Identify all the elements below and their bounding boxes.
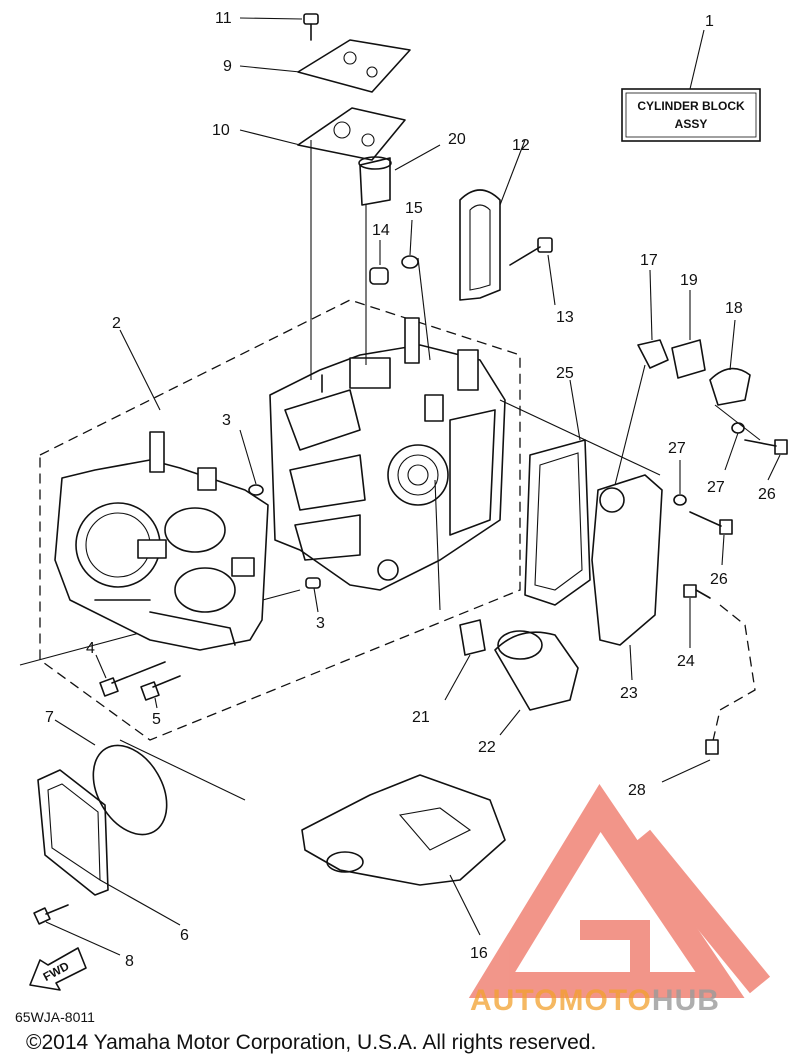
dowel-pin-parts — [239, 429, 321, 613]
base-gasket-part-16 — [301, 774, 506, 936]
cylinder-block-part — [269, 317, 506, 591]
bracket-parts — [459, 139, 556, 306]
callout-17: 17 — [640, 252, 658, 269]
washer-bolt-parts — [673, 422, 788, 648]
callout-7: 7 — [45, 709, 54, 726]
label-line-1: CYLINDER BLOCK — [637, 99, 745, 113]
callout-24: 24 — [677, 653, 695, 670]
cylinder-block-label: CYLINDER BLOCK ASSY — [621, 29, 761, 142]
oil-filter-parts — [434, 479, 579, 736]
callout-3-lower: 3 — [316, 615, 325, 632]
callout-27-left: 27 — [668, 440, 686, 457]
callout-16: 16 — [470, 945, 488, 962]
bolt-parts-4-5 — [95, 654, 181, 709]
callout-5: 5 — [152, 711, 161, 728]
label-line-2: ASSY — [675, 117, 708, 131]
callout-27-right: 27 — [707, 479, 725, 496]
callout-26-lower: 26 — [710, 571, 728, 588]
callout-28: 28 — [628, 782, 646, 799]
callout-21: 21 — [412, 709, 430, 726]
diagram-code: 65WJA-8011 — [15, 1009, 95, 1025]
exhaust-cover-part-23 — [591, 269, 761, 681]
watermark-part-1: AUTOMOTO — [470, 984, 652, 1017]
top-cover-parts — [239, 13, 411, 380]
anode-plug-parts — [358, 144, 441, 365]
callout-8: 8 — [125, 953, 134, 970]
callout-9: 9 — [223, 58, 232, 75]
copyright-notice: ©2014 Yamaha Motor Corporation, U.S.A. A… — [26, 1031, 596, 1054]
callout-22: 22 — [478, 739, 496, 756]
callout-13: 13 — [556, 309, 574, 326]
callout-numbers: 1 2 3 3 4 5 6 7 8 9 10 11 12 13 14 15 16… — [45, 10, 776, 970]
forward-arrow: FWD — [29, 947, 87, 991]
watermark-text: AUTOMOTOHUB — [470, 984, 720, 1017]
callout-19: 19 — [680, 272, 698, 289]
callout-2: 2 — [112, 315, 121, 332]
cover-plate-parts — [33, 719, 246, 956]
callout-18: 18 — [725, 300, 743, 317]
callout-25: 25 — [556, 365, 574, 382]
callout-23: 23 — [620, 685, 638, 702]
callout-15: 15 — [405, 200, 423, 217]
callout-14: 14 — [372, 222, 390, 239]
callout-12: 12 — [512, 137, 530, 154]
callout-10: 10 — [212, 122, 230, 139]
gasket-part-25 — [499, 379, 661, 606]
callout-4: 4 — [86, 640, 95, 657]
watermark-part-2: HUB — [652, 984, 720, 1017]
callout-3-upper: 3 — [222, 412, 231, 429]
crankcase-part — [54, 431, 269, 651]
callout-20: 20 — [448, 131, 466, 148]
callout-1: 1 — [705, 13, 714, 30]
callout-26-right: 26 — [758, 486, 776, 503]
callout-11: 11 — [215, 10, 232, 27]
automotohub-logo — [468, 783, 771, 998]
callout-6: 6 — [180, 927, 189, 944]
hose-part-28 — [661, 604, 756, 783]
